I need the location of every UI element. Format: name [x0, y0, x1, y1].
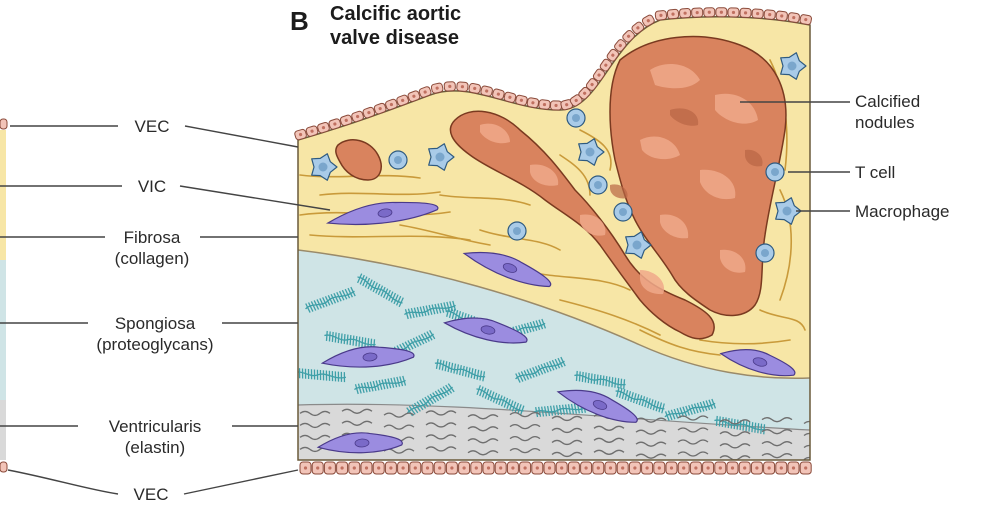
panel-letter: B — [290, 6, 309, 37]
endothelial-cell — [764, 10, 776, 20]
endothelial-cell — [556, 462, 567, 474]
endothelial-cell — [538, 99, 550, 109]
t-cell — [567, 109, 585, 127]
endothelial-cell — [715, 462, 726, 474]
endothelial-cell — [337, 462, 348, 474]
label-fibrosa-line1: Fibrosa — [115, 227, 190, 248]
endothelial-cell — [550, 101, 561, 110]
label-t-cell: T cell — [855, 162, 895, 183]
endothelial-cell — [532, 462, 543, 474]
endothelial-cell — [703, 462, 714, 474]
endothelial-cell — [642, 462, 653, 474]
label-ventricularis-line2: (elastin) — [109, 437, 202, 458]
endothelial-cell — [788, 462, 799, 474]
endothelial-cell — [324, 462, 335, 474]
endothelial-cell — [471, 462, 482, 474]
endothelial-cell — [752, 9, 764, 19]
endothelial-cell — [666, 462, 677, 474]
endothelial-cell — [515, 95, 528, 106]
endothelial-cell — [544, 462, 555, 474]
endothelial-cell — [776, 11, 788, 21]
endothelial-cell — [679, 8, 691, 18]
endothelial-cell — [581, 462, 592, 474]
endothelial-cell — [800, 462, 811, 474]
label-ventricularis: Ventricularis (elastin) — [109, 416, 202, 458]
endothelial-cell — [444, 82, 455, 91]
endothelial-cell — [728, 8, 739, 17]
endothelial-cell — [655, 10, 667, 20]
endothelial-cell — [629, 462, 640, 474]
endothelial-cell — [457, 82, 469, 92]
endothelial-cell — [349, 462, 360, 474]
title-line-1: Calcific aortic — [330, 2, 461, 26]
endothelial-cell — [692, 8, 703, 17]
endothelial-cell — [527, 97, 539, 108]
figure-title: Calcific aortic valve disease — [330, 2, 461, 50]
endothelial-cell — [800, 14, 812, 25]
endothelial-cell — [434, 462, 445, 474]
endothelial-cell — [727, 462, 738, 474]
label-calcified-nodules: Calcified nodules — [855, 91, 920, 133]
endothelial-cell — [788, 12, 800, 23]
endothelial-cell — [667, 9, 679, 19]
endothelial-cell — [300, 462, 311, 474]
label-vec-top: VEC — [135, 116, 170, 137]
endothelial-cell — [468, 83, 480, 94]
endothelial-cell — [422, 462, 433, 474]
endothelial-cell — [751, 462, 762, 474]
endothelial-cell — [410, 462, 421, 474]
label-calcified-line1: Calcified — [855, 91, 920, 112]
label-macrophage: Macrophage — [855, 201, 950, 222]
label-fibrosa: Fibrosa (collagen) — [115, 227, 190, 269]
endothelial-cell — [593, 462, 604, 474]
label-spongiosa: Spongiosa (proteoglycans) — [96, 313, 213, 355]
endothelial-cell — [398, 462, 409, 474]
endothelial-cell — [373, 462, 384, 474]
endothelial-cell — [739, 462, 750, 474]
endothelial-cell — [704, 8, 715, 17]
label-spongiosa-line1: Spongiosa — [96, 313, 213, 334]
endothelial-cell — [446, 462, 457, 474]
endothelial-cell — [507, 462, 518, 474]
endothelial-cell — [654, 462, 665, 474]
t-cell — [756, 244, 774, 262]
label-vic: VIC — [138, 176, 166, 197]
endothelial-cell — [520, 462, 531, 474]
endothelial-bottom — [300, 462, 811, 474]
endothelial-cell — [605, 462, 616, 474]
left-panel-edge — [0, 119, 7, 472]
t-cell — [508, 222, 526, 240]
endothelial-cell — [568, 462, 579, 474]
label-fibrosa-line2: (collagen) — [115, 248, 190, 269]
endothelial-cell — [312, 462, 323, 474]
t-cell — [766, 163, 784, 181]
endothelial-cell — [776, 462, 787, 474]
label-calcified-line2: nodules — [855, 112, 920, 133]
endothelial-cell — [678, 462, 689, 474]
t-cell — [389, 151, 407, 169]
label-vec-bottom: VEC — [134, 484, 169, 505]
endothelial-cell — [385, 462, 396, 474]
t-cell — [589, 176, 607, 194]
title-line-2: valve disease — [330, 26, 461, 50]
label-spongiosa-line2: (proteoglycans) — [96, 334, 213, 355]
endothelial-cell — [764, 462, 775, 474]
endothelial-cell — [617, 462, 628, 474]
label-ventricularis-line1: Ventricularis — [109, 416, 202, 437]
endothelial-cell — [459, 462, 470, 474]
endothelial-cell — [690, 462, 701, 474]
endothelial-cell — [431, 83, 444, 94]
endothelial-cell — [495, 462, 506, 474]
endothelial-cell — [483, 462, 494, 474]
endothelial-cell — [740, 8, 751, 18]
t-cell — [614, 203, 632, 221]
endothelial-cell — [716, 8, 727, 17]
endothelial-cell — [361, 462, 372, 474]
